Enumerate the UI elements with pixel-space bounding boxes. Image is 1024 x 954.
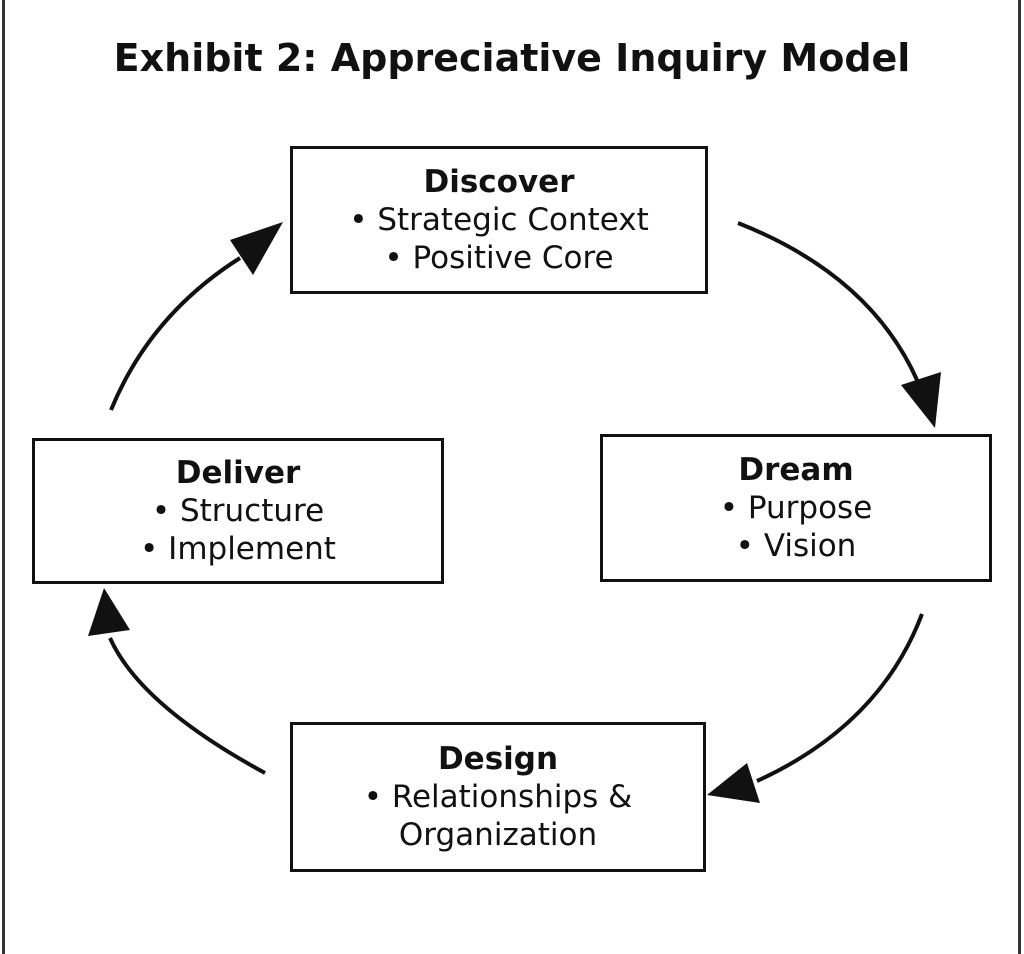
stage-dream-item: Vision (736, 527, 857, 565)
stage-design-item-continuation: Organization (398, 817, 598, 853)
arrowhead-dream (901, 372, 941, 428)
stage-deliver-box: Deliver Structure Implement (32, 438, 444, 584)
arrowhead-design (707, 763, 760, 803)
stage-deliver-title: Deliver (175, 455, 301, 491)
stage-dream-box: Dream Purpose Vision (600, 434, 992, 582)
frame-border-left (2, 0, 5, 954)
arrow-deliver-to-discover (109, 256, 242, 411)
stage-discover-box: Discover Strategic Context Positive Core (290, 146, 708, 294)
stage-design-title: Design (437, 741, 559, 777)
stage-design-box: Design Relationships & Organization (290, 722, 706, 872)
stage-dream-item: Purpose (720, 489, 872, 527)
arrow-design-to-deliver (108, 637, 266, 775)
stage-discover-item: Strategic Context (349, 201, 648, 239)
frame-border-right (1018, 0, 1021, 954)
arrow-discover-to-dream (737, 221, 919, 381)
stage-deliver-item: Implement (140, 530, 336, 568)
arrowhead-deliver (88, 588, 130, 636)
arrow-dream-to-design (756, 613, 924, 783)
stage-deliver-item: Structure (152, 492, 324, 530)
stage-dream-title: Dream (738, 452, 854, 488)
exhibit-title: Exhibit 2: Appreciative Inquiry Model (113, 36, 911, 80)
arrowhead-discover (230, 222, 283, 275)
stage-design-item: Relationships & (364, 778, 632, 816)
stage-discover-title: Discover (423, 164, 575, 200)
stage-discover-item: Positive Core (384, 239, 614, 277)
